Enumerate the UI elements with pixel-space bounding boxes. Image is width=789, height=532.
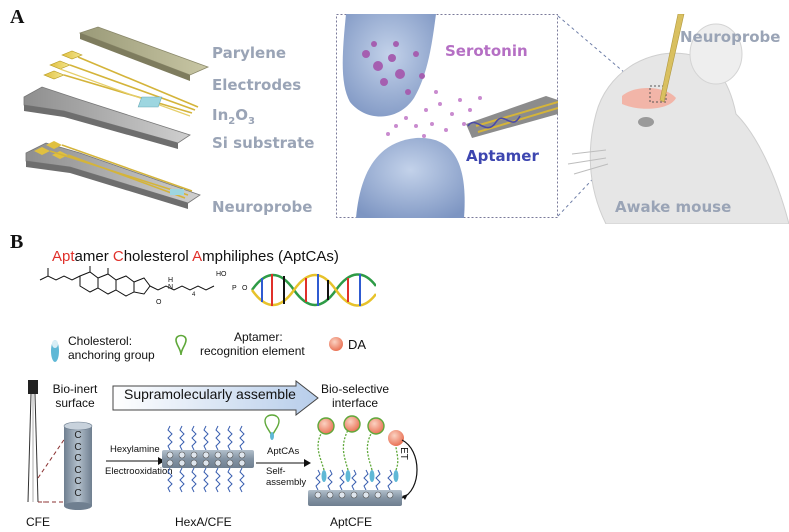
- panel-b-label: B: [10, 231, 24, 253]
- aptamer-label: Aptamer: [466, 147, 539, 165]
- aptamer-helix: [250, 273, 376, 307]
- aptamer-loop-icon: [175, 334, 187, 356]
- hexylamine-arrow: [106, 457, 165, 465]
- cfe-label: CFE: [26, 515, 50, 529]
- self-assembly-arrow: [256, 459, 311, 467]
- awake-mouse-label: Awake mouse: [615, 198, 732, 216]
- mol-4: 4: [192, 292, 196, 298]
- in2o3-label: In2O3: [212, 106, 255, 127]
- presynaptic-terminal: [342, 14, 436, 117]
- postsynaptic-terminal: [356, 137, 465, 218]
- aptcfe-cholesterol-anchors: [321, 470, 399, 482]
- dopamine-icon: [329, 337, 343, 351]
- panel-a-label: A: [10, 6, 25, 28]
- da-legend: DA: [348, 337, 367, 352]
- mouse-neuroprobe-label: Neuroprobe: [680, 28, 781, 46]
- supramolecular-label: Supramolecularly assemble: [124, 386, 296, 402]
- parylene-label: Parylene: [212, 44, 287, 62]
- aptcas-arrow-label: AptCAs: [267, 446, 300, 457]
- synapse-illustration: [336, 14, 558, 218]
- exploded-probe-illustration: [23, 26, 210, 209]
- mol-n: N: [168, 284, 173, 291]
- aptamer-legend-1: Aptamer:: [234, 330, 283, 344]
- assembled-probe-edge: [26, 161, 188, 209]
- cholesterol-legend-1: Cholesterol:: [68, 334, 133, 348]
- hexa-cfe-label: HexA/CFE: [175, 515, 232, 529]
- serotonin-molecules: [386, 90, 482, 138]
- aptca-molecule-structure: O H N 4 HO P O: [39, 266, 376, 307]
- mol-h: H: [168, 277, 173, 284]
- electrooxidation-label: Electrooxidation: [105, 466, 173, 477]
- neuroprobe-label: Neuroprobe: [212, 198, 313, 216]
- aptcfe-label: AptCFE: [330, 515, 373, 529]
- aptamer-legend-2: recognition element: [200, 344, 305, 358]
- assembled-probe-traces: [34, 141, 193, 199]
- si-substrate-edge: [24, 105, 178, 149]
- hexylamine-chains-top: [167, 425, 245, 451]
- parylene-edge: [80, 33, 190, 81]
- surface-groups: [166, 451, 246, 467]
- hexylamine-label: Hexylamine: [110, 444, 160, 455]
- parylene-layer: [78, 26, 210, 76]
- inserted-probe: [659, 14, 685, 103]
- mouse-whiskers: [567, 149, 609, 175]
- electrode-holder: [28, 380, 38, 394]
- self-assembly-label: Self-assembly: [266, 466, 307, 488]
- mouse-eye: [638, 117, 654, 127]
- electron-transfer-arrowhead: [402, 494, 408, 500]
- aptcfe-aptamers: [317, 429, 399, 471]
- mouse-illustration: [567, 14, 789, 224]
- cholesterol-legend-2: anchoring group: [68, 348, 155, 362]
- si-substrate-label: Si substrate: [212, 134, 315, 152]
- electrodes-label: Electrodes: [212, 76, 302, 94]
- hexa-cfe-illustration: [162, 425, 254, 493]
- aptcfe-surface-groups: [314, 491, 394, 499]
- in2o3-patch: [137, 96, 163, 108]
- et-label: ET: [397, 447, 409, 460]
- aptcfe-illustration: [308, 415, 418, 506]
- aptcfe-dopamine-molecules: [317, 415, 404, 446]
- mol-o-2: O: [242, 285, 248, 292]
- supramolecular-arrow: [112, 380, 319, 416]
- hexylamine-chains-bottom: [167, 467, 245, 493]
- serotonin-label: Serotonin: [445, 42, 528, 60]
- cholesterol-icon: [51, 340, 59, 362]
- serotonin-vesicles: [362, 41, 425, 95]
- aptcfe-chains: [315, 469, 393, 491]
- si-substrate-layer: [23, 86, 191, 144]
- cfe-cylinder: [63, 421, 93, 510]
- electrode-traces: [43, 50, 199, 117]
- mouse-ear: [689, 23, 743, 85]
- aptcas-small-icon: [264, 414, 280, 440]
- cholesterol-skeleton: [39, 266, 215, 297]
- aptcas-title: Aptamer Cholesterol Amphiliphes (AptCAs): [52, 248, 339, 265]
- mol-p: P: [232, 285, 237, 292]
- mol-ho: HO: [216, 271, 227, 278]
- aptamer-strands: [467, 115, 521, 129]
- mol-o-1: O: [156, 299, 162, 306]
